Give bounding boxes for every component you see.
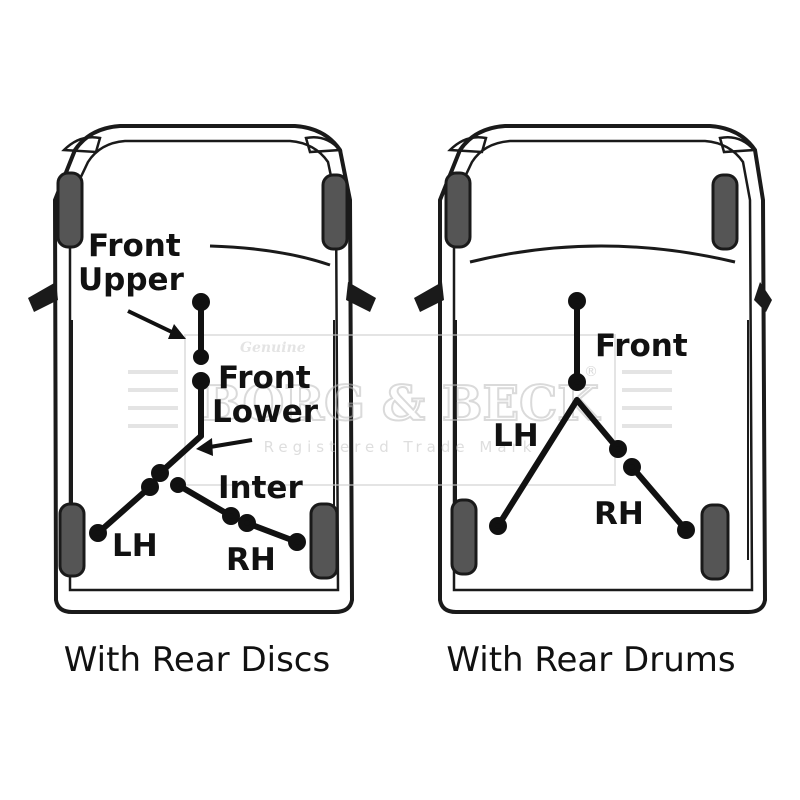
mirror-left <box>28 282 58 312</box>
arrow-front-upper <box>127 309 177 336</box>
tyre-rear-left <box>450 498 478 576</box>
label-lh: LH <box>493 418 539 454</box>
tyre-rear-right <box>309 502 339 580</box>
cable-end <box>192 372 210 390</box>
watermark-stripes-right <box>622 370 672 428</box>
watermark-registered: ® <box>584 364 598 380</box>
cable-end <box>609 440 627 458</box>
cable-end <box>238 514 256 532</box>
cable-lh <box>495 397 580 529</box>
caption-rear-drums: With Rear Drums <box>446 640 735 680</box>
tyre-front-left <box>56 171 84 249</box>
headlight-right <box>304 136 343 154</box>
car-body-outline <box>52 124 355 614</box>
headlight-left <box>447 136 488 154</box>
label-rh: RH <box>594 496 644 532</box>
tyre-rear-left <box>58 502 86 578</box>
windscreen-line <box>469 244 736 264</box>
cable-end <box>170 477 186 493</box>
arrow-front-lower <box>209 438 253 449</box>
car-body-inner <box>452 139 754 592</box>
watermark-script: Genuine <box>240 340 306 356</box>
mirror-left <box>414 282 444 312</box>
mirror-right <box>346 282 376 312</box>
label-inter: Inter <box>218 470 303 506</box>
cable-end <box>623 458 641 476</box>
car-rear-discs <box>28 124 376 614</box>
label-front-upper-line2: Upper <box>78 262 185 298</box>
windscreen-line <box>209 244 331 267</box>
watermark: Genuine BORG & BECK ® Registered Trade M… <box>128 334 672 486</box>
arrow-front-upper-head <box>168 324 186 339</box>
pointer-arrows <box>127 309 253 456</box>
caption-rear-discs: With Rear Discs <box>64 640 330 680</box>
cable-end <box>489 517 507 535</box>
label-lh: LH <box>112 528 158 564</box>
cable-set-rear-drums <box>489 292 695 539</box>
cable-end <box>89 524 107 542</box>
tyre-front-left <box>444 171 472 249</box>
headlight-right <box>718 136 757 154</box>
watermark-tagline: Registered Trade Mark <box>264 438 537 456</box>
label-rh: RH <box>226 542 276 578</box>
cable-junction <box>151 464 169 482</box>
cable-rh <box>629 464 689 533</box>
cable-set-rear-discs <box>89 293 306 551</box>
mirror-right <box>754 282 772 312</box>
cable-end <box>193 349 209 365</box>
label-front-upper-line1: Front <box>88 228 181 264</box>
tyre-front-right <box>321 173 349 251</box>
cable-end <box>568 373 586 391</box>
label-front: Front <box>595 328 688 364</box>
tyre-front-right <box>711 173 739 251</box>
label-front-lower-line2: Lower <box>212 394 319 430</box>
watermark-brand: BORG & BECK <box>201 376 601 432</box>
cable-end <box>141 478 159 496</box>
watermark-stripes-left <box>128 370 178 428</box>
cable-end <box>222 507 240 525</box>
arrow-front-lower-head <box>196 438 213 456</box>
headlight-left <box>61 136 102 154</box>
cable-y-right <box>574 397 621 452</box>
cable-lh <box>95 484 153 536</box>
cable-end <box>192 293 210 311</box>
cable-inter <box>175 482 234 519</box>
watermark-frame <box>184 334 616 486</box>
cable-y-junction <box>157 433 204 476</box>
tyre-rear-right <box>700 503 730 581</box>
label-front-lower-line1: Front <box>218 360 311 396</box>
cable-end <box>288 533 306 551</box>
cable-end <box>568 292 586 310</box>
cable-end <box>677 521 695 539</box>
